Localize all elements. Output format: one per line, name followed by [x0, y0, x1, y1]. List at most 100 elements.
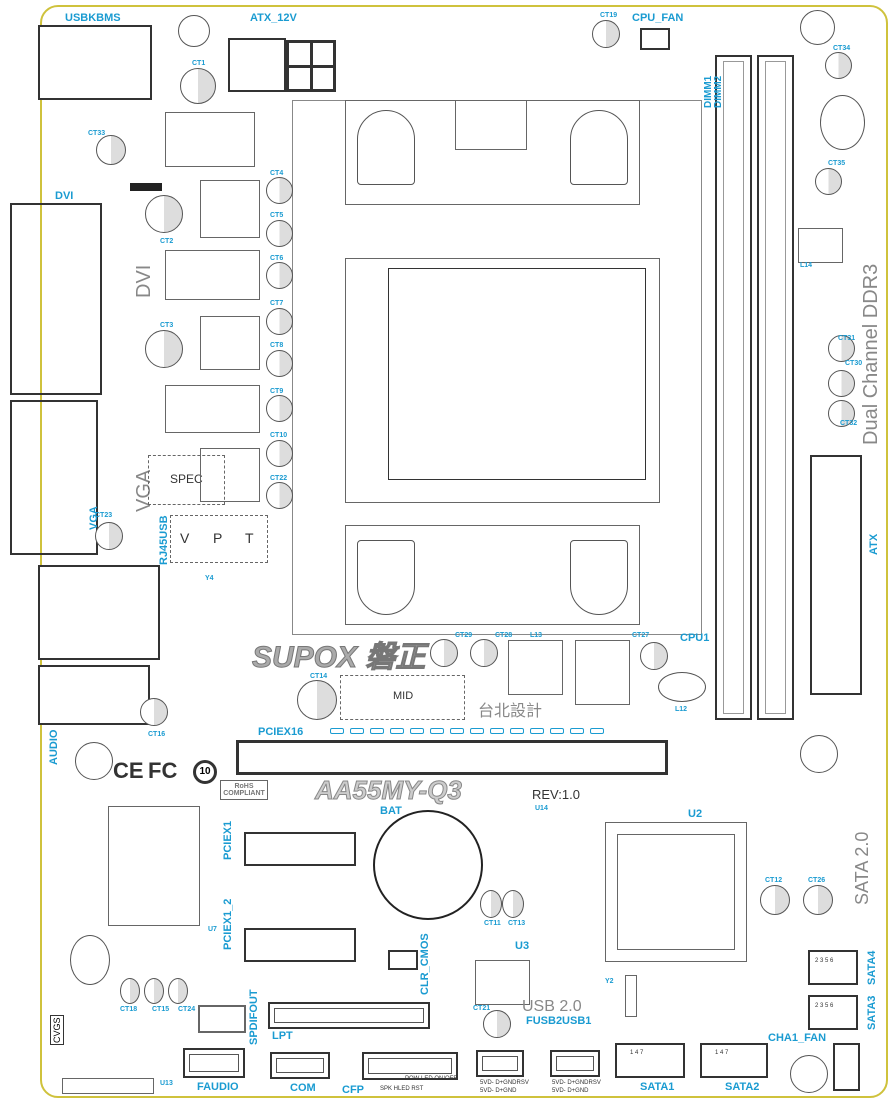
capacitor	[266, 308, 293, 335]
u7-label: U7	[208, 926, 217, 933]
dvi-label: DVI	[55, 190, 74, 202]
inductor-l8	[228, 38, 286, 92]
lpt-header[interactable]	[268, 1002, 430, 1029]
dimm1-slot[interactable]	[715, 55, 752, 720]
ct22-label: CT22	[270, 475, 288, 482]
bat-label: BAT	[380, 805, 402, 817]
l14-label: L14	[800, 262, 813, 269]
ddr3-silkscreen: Dual Channel DDR3	[860, 263, 882, 445]
t-mark: T	[245, 530, 254, 546]
capacitor	[828, 370, 855, 397]
ct26-label: CT26	[808, 877, 826, 884]
jumper-jp1	[455, 100, 527, 150]
smd-component	[530, 728, 544, 734]
ct31-label: CT31	[838, 335, 856, 342]
capacitor	[266, 482, 293, 509]
mosfet-q38	[575, 640, 630, 705]
chip-u3	[475, 960, 530, 1005]
ct10-label: CT10	[270, 432, 288, 439]
label-area	[62, 1078, 154, 1094]
clr-cmos-jumper[interactable]	[388, 950, 418, 970]
smd-component	[410, 728, 424, 734]
spdifout-label: SPDIFOUT	[248, 989, 260, 1045]
ct14-label: CT14	[310, 673, 328, 680]
mosfet-q11	[200, 448, 260, 502]
u14-label: U14	[535, 805, 548, 812]
smd-component	[550, 728, 564, 734]
rj45usb-connector[interactable]	[38, 565, 160, 660]
inductor-l7	[820, 95, 865, 150]
u2-label: U2	[688, 808, 703, 820]
model-name: AA55MY-Q3	[315, 775, 463, 806]
usbkbms-connector[interactable]	[38, 25, 152, 100]
ct30-label: CT30	[845, 360, 863, 367]
atx12v-label: ATX_12V	[250, 12, 297, 24]
dimm2-slot[interactable]	[757, 55, 794, 720]
capacitor	[825, 52, 852, 79]
pciex16-slot[interactable]	[236, 740, 668, 775]
sata2-port[interactable]	[700, 1043, 768, 1078]
capacitor	[95, 522, 123, 550]
cfp-pinout-2: POW LED ON/OFF	[405, 1076, 458, 1082]
ct15-label: CT15	[152, 1006, 170, 1013]
smd-component	[570, 728, 584, 734]
ct11-label: CT11	[484, 920, 501, 927]
rj45usb-label: RJ45USB	[158, 515, 170, 565]
faudio-header[interactable]	[183, 1048, 245, 1078]
mid-text: MID	[393, 690, 414, 702]
ct12-label: CT12	[765, 877, 783, 884]
faudio-label: FAUDIO	[197, 1081, 239, 1093]
sata3-port[interactable]	[808, 995, 858, 1030]
epup-logo: 10	[193, 760, 217, 784]
dvi-connector[interactable]	[10, 203, 102, 395]
spec-area	[148, 455, 225, 505]
audio-connector[interactable]	[38, 665, 150, 725]
vpt-area	[170, 515, 268, 563]
sata1-port[interactable]	[615, 1043, 685, 1078]
pciex1-2-slot[interactable]	[244, 928, 356, 962]
lpt-label: LPT	[272, 1030, 293, 1042]
pciex1-slot[interactable]	[244, 832, 356, 866]
capacitor	[483, 1010, 511, 1038]
mounting-hole	[178, 15, 210, 47]
atx12v-connector[interactable]	[286, 40, 336, 92]
ce-logo: CE	[113, 758, 144, 783]
fusb1-header[interactable]	[550, 1050, 600, 1077]
capacitor	[480, 890, 502, 918]
retention-hole	[357, 110, 415, 185]
vga-connector[interactable]	[10, 400, 98, 555]
u3-label: U3	[515, 940, 530, 952]
sata3-label: SATA3	[866, 995, 878, 1030]
dimm2-label: DIMM2	[713, 75, 724, 108]
capacitor	[266, 262, 293, 289]
capacitor	[640, 642, 668, 670]
ct3-label: CT3	[160, 322, 174, 329]
ct27-label: CT27	[632, 632, 650, 639]
capacitor	[168, 978, 188, 1004]
spdifout-header[interactable]	[198, 1005, 246, 1033]
capacitor	[266, 395, 293, 422]
capacitor	[180, 68, 216, 104]
atx-connector[interactable]	[810, 455, 862, 695]
com-header[interactable]	[270, 1052, 330, 1079]
fusb2-header[interactable]	[476, 1050, 524, 1077]
ct35-label: CT35	[828, 160, 846, 167]
revision-label: REV:1.0	[532, 787, 580, 802]
cpu-fan-label: CPU_FAN	[632, 12, 684, 24]
cfp-header[interactable]	[362, 1052, 458, 1080]
ct13-label: CT13	[508, 920, 526, 927]
capacitor	[470, 639, 498, 667]
cpu-socket[interactable]	[388, 268, 646, 480]
smd-component	[330, 728, 344, 734]
chipset-u2	[605, 822, 747, 962]
cha1-fan-header[interactable]	[833, 1043, 860, 1091]
ct21-label: CT21	[473, 1005, 491, 1012]
cfp-pinout: SPK HLED RST	[380, 1086, 424, 1092]
ct28-label: CT28	[495, 632, 513, 639]
sata4-port[interactable]	[808, 950, 858, 985]
capacitor	[828, 400, 855, 427]
cpu-fan-header[interactable]	[640, 28, 670, 50]
ct32-label: CT32	[840, 420, 858, 427]
retention-hole	[357, 540, 415, 615]
mosfet-q10	[165, 385, 260, 433]
